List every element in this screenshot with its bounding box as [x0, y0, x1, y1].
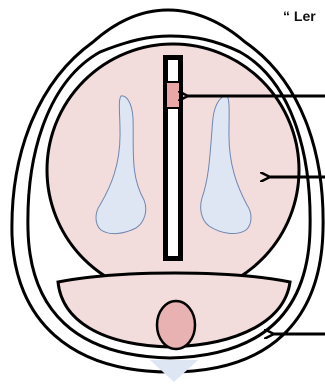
caption-text: “ Ler — [283, 8, 325, 24]
septum-mark — [166, 82, 180, 108]
lower-oval — [157, 301, 195, 349]
